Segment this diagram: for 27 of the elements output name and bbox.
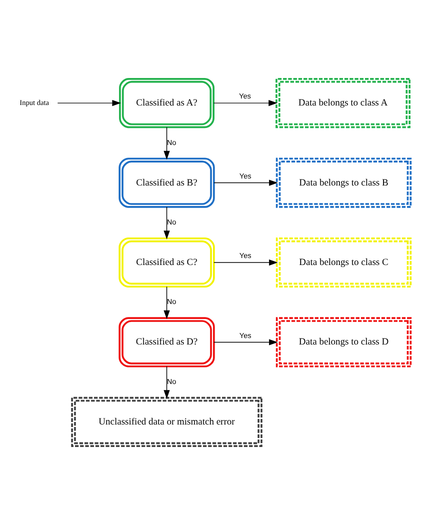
arrow bbox=[214, 259, 278, 266]
node-box: Classified as C? bbox=[118, 237, 215, 288]
arrow bbox=[57, 100, 121, 106]
node-box: Unclassified data or mismatch error bbox=[71, 396, 262, 447]
edge-label: No bbox=[166, 297, 176, 306]
node-box: Classified as A? bbox=[119, 78, 214, 128]
arrow bbox=[214, 180, 278, 186]
edge-label: Yes bbox=[239, 171, 252, 180]
node-box: Data belongs to class B bbox=[276, 158, 412, 208]
edge-label: No bbox=[166, 376, 176, 386]
node-text: Input data bbox=[20, 98, 50, 107]
node-box: Classified as D? bbox=[118, 317, 215, 368]
node-box: Data belongs to class D bbox=[276, 317, 412, 368]
edge-label: Yes bbox=[239, 251, 252, 260]
edge-label: Yes bbox=[239, 92, 251, 101]
arrow bbox=[214, 339, 278, 346]
arrow bbox=[164, 286, 170, 320]
arrow bbox=[164, 126, 170, 160]
node-box: Classified as B? bbox=[118, 158, 215, 208]
edge-label: Yes bbox=[239, 330, 252, 340]
node-box: Data belongs to class C bbox=[276, 237, 412, 288]
edge-label: No bbox=[166, 138, 176, 147]
arrow bbox=[164, 366, 170, 399]
arrow bbox=[164, 206, 170, 240]
node-box: Data belongs to class A bbox=[276, 78, 410, 128]
edge-label: No bbox=[166, 217, 176, 226]
arrow bbox=[213, 100, 278, 106]
